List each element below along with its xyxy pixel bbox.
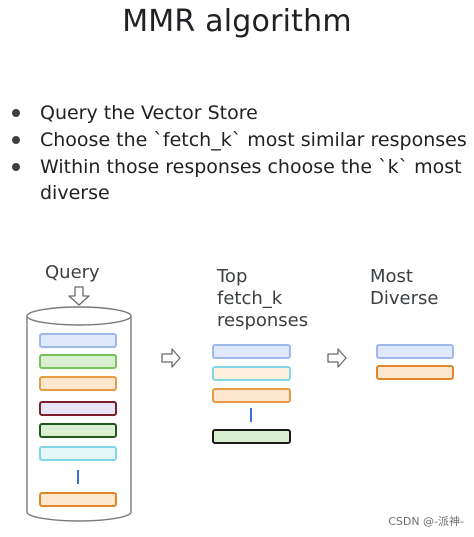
top-label-line: responses [217, 310, 309, 331]
top-label-line: Top [217, 266, 248, 287]
top-label-line: fetch_k [217, 288, 283, 309]
store-record [39, 333, 117, 348]
bullet-dot-icon [12, 163, 20, 171]
top-record [212, 366, 291, 381]
diverse-label-line: Most [370, 266, 413, 287]
bullet-item: Query the Vector Store [12, 100, 474, 126]
bullet-text: Query the Vector Store [40, 102, 258, 124]
top-record [212, 388, 291, 403]
diverse-label-line: Diverse [370, 288, 439, 309]
right-arrow-icon [161, 348, 181, 368]
bullet-dot-icon [12, 109, 20, 117]
query-down-arrow-icon [68, 286, 90, 306]
store-record [39, 401, 117, 416]
top-record [212, 344, 291, 359]
store-record [39, 376, 117, 391]
store-records [39, 333, 117, 507]
top-fetch-k-records [212, 344, 291, 444]
top-fetch-k-label: Top fetch_k responses [217, 266, 308, 332]
most-diverse-records [376, 344, 454, 380]
query-label: Query [45, 262, 100, 283]
page-title: MMR algorithm [122, 4, 352, 39]
store-record [39, 446, 117, 461]
store-record [39, 354, 117, 369]
most-diverse-label: Most Diverse [370, 266, 438, 310]
top-record [212, 429, 291, 444]
store-record [39, 492, 117, 507]
diverse-record [376, 344, 454, 359]
bullet-dot-icon [12, 136, 20, 144]
bullet-list: Query the Vector Store Choose the `fetch… [12, 100, 474, 207]
store-record [39, 423, 117, 438]
diverse-record [376, 365, 454, 380]
watermark: CSDN @-派神- [388, 515, 464, 528]
ellipsis-dashes [77, 408, 252, 484]
bullet-text: Within those responses choose the `k` mo… [40, 156, 462, 204]
right-arrow-icon [327, 348, 347, 368]
bullet-item: Choose the `fetch_k` most similar respon… [12, 127, 474, 153]
bullet-text: Choose the `fetch_k` most similar respon… [40, 129, 467, 151]
bullet-item: Within those responses choose the `k` mo… [12, 154, 474, 206]
